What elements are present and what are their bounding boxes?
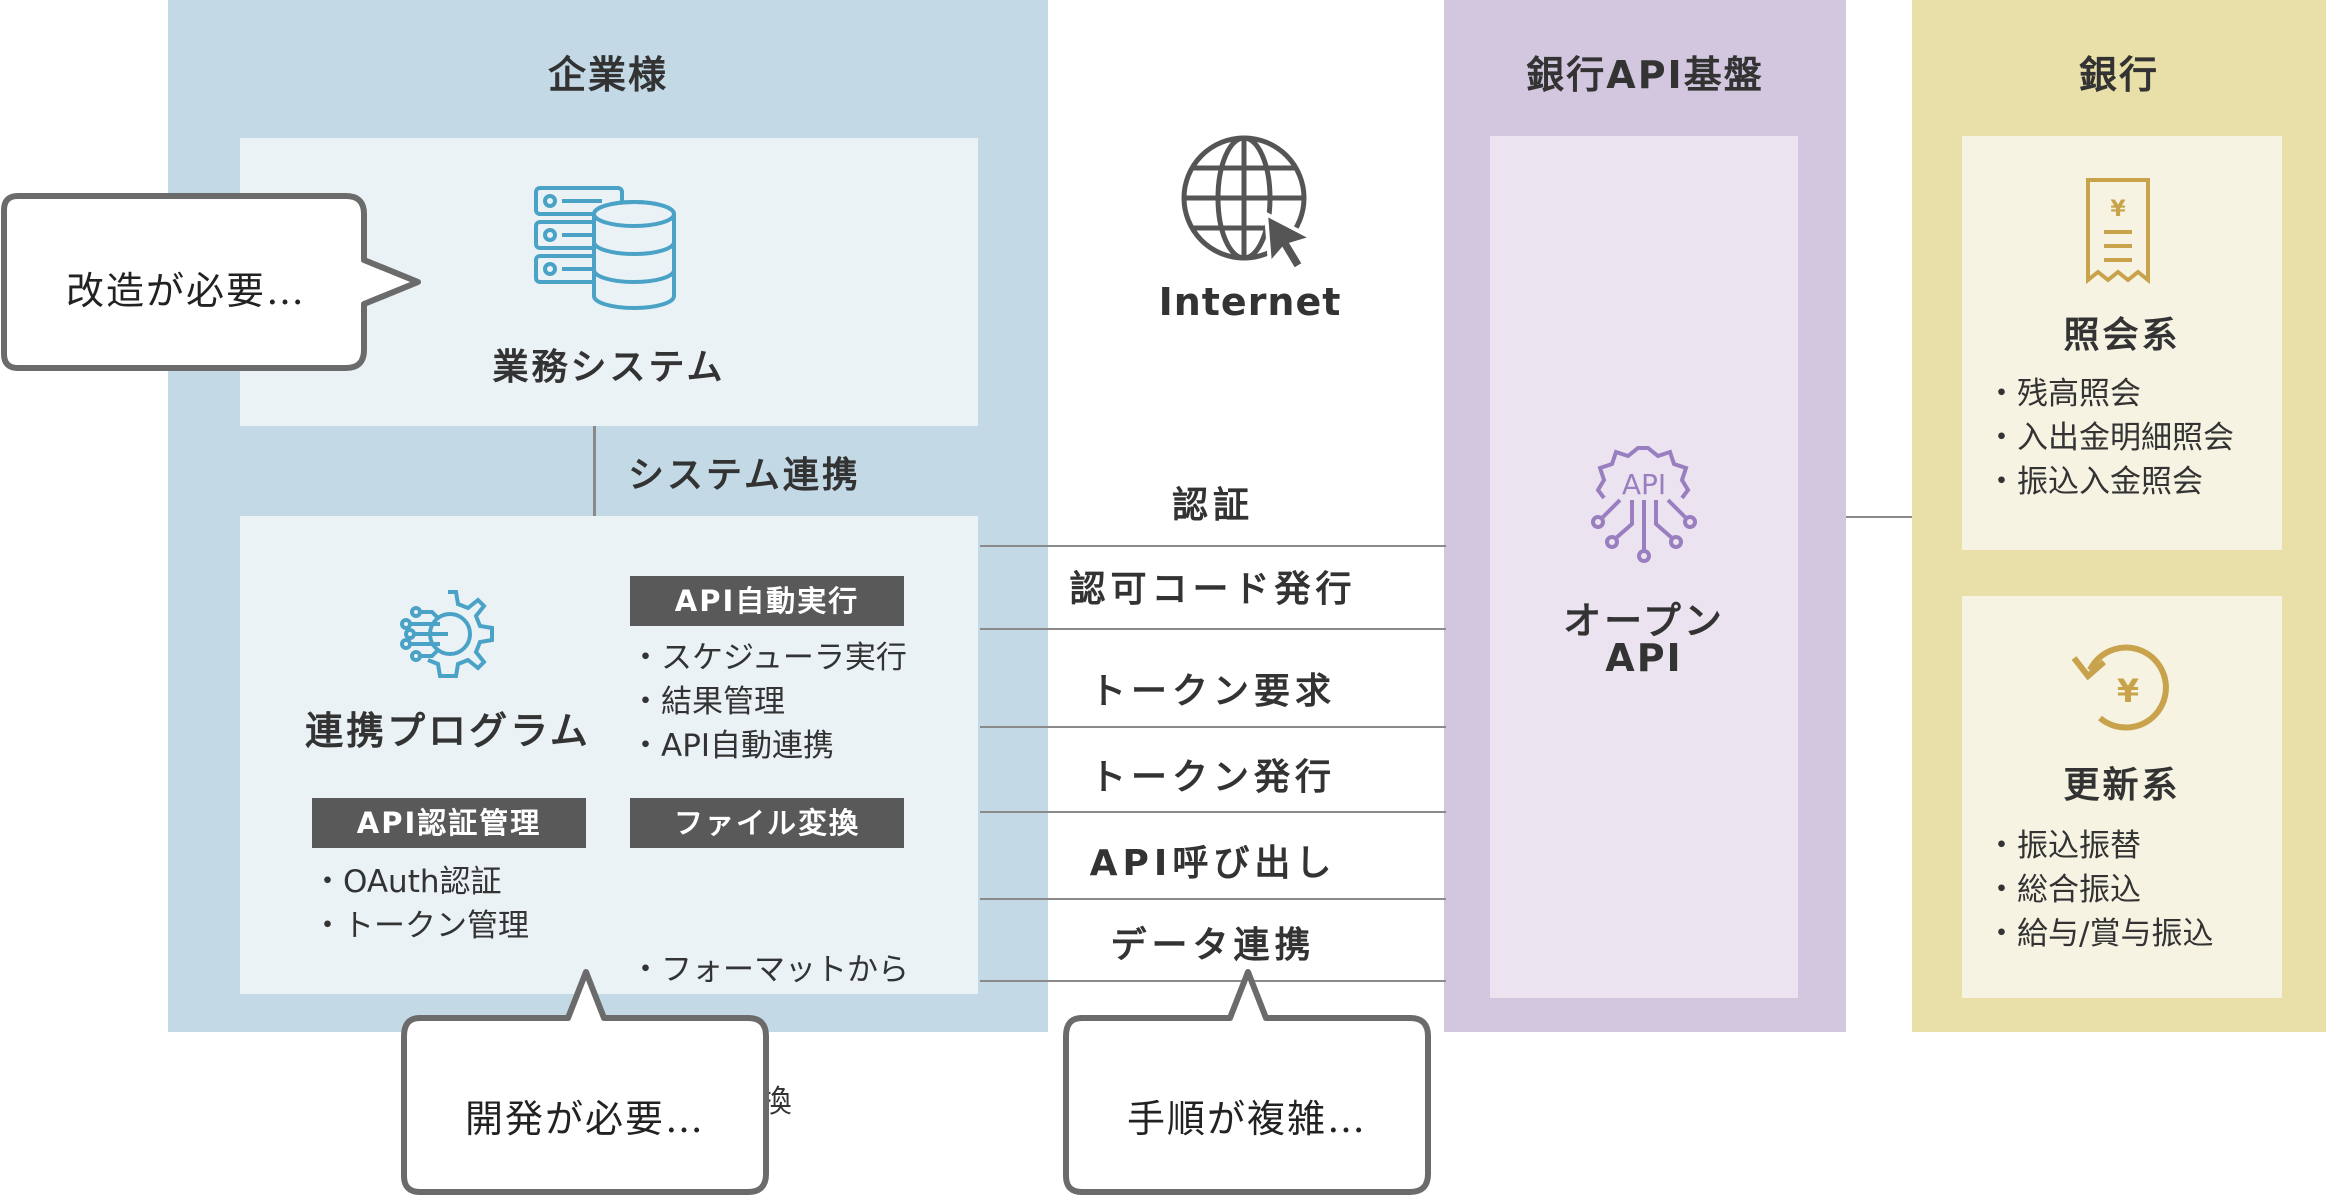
inquiry-box (1962, 136, 2282, 550)
list-item: ・スケジューラ実行 (630, 640, 907, 676)
callout-modify-bubble (1, 193, 421, 371)
list-item: ・結果管理 (630, 684, 785, 720)
flow-divider (980, 628, 1446, 630)
platform-bank-connector (1846, 516, 1912, 518)
receipt-yen-icon: ¥ (2086, 178, 2150, 285)
svg-text:API: API (1622, 468, 1666, 501)
globe-cursor-icon (1181, 135, 1318, 273)
flow-step: 認可コード発行 (1069, 569, 1357, 610)
company-title: 企業様 (547, 53, 668, 97)
flow-step: API呼び出し (1089, 843, 1337, 884)
callout-complex-bubble (1063, 969, 1431, 1195)
tag-file-convert: ファイル変換 (630, 798, 904, 848)
list-item: ・給与/賞与振込 (1986, 916, 2214, 952)
callout-develop-bubble (401, 969, 769, 1195)
gear-circuit-icon (400, 590, 494, 678)
auth-heading: 認証 (1171, 485, 1254, 526)
flow-divider (980, 545, 1446, 547)
flow-step: データ連携 (1110, 925, 1316, 966)
flow-divider (980, 980, 1446, 982)
open-api-box (1490, 136, 1798, 998)
platform-title: 銀行API基盤 (1526, 53, 1764, 97)
update-box (1962, 596, 2282, 998)
flow-divider (980, 898, 1446, 900)
inquiry-label: 照会系 (2063, 315, 2181, 356)
program-label: 連携プログラム (305, 709, 591, 753)
list-item: ・トークン管理 (312, 908, 529, 944)
bank-title: 銀行 (2078, 53, 2159, 97)
svg-text:¥: ¥ (2110, 197, 2126, 222)
list-item: ・フォーマットから (630, 952, 909, 988)
flow-divider (980, 726, 1446, 728)
system-link-label: システム連携 (628, 455, 861, 496)
yen-refresh-icon: ¥ (2071, 644, 2169, 731)
flow-step: トークン要求 (1089, 671, 1336, 712)
system-link-line (593, 426, 596, 516)
open-api-label-1: オープン (1563, 599, 1725, 643)
list-item: ・残高照会 (1986, 376, 2141, 412)
flow-step: トークン発行 (1089, 757, 1336, 798)
list-item: ・振込入金照会 (1986, 464, 2203, 500)
list-item: ・振込振替 (1986, 828, 2141, 864)
update-label: 更新系 (2063, 765, 2181, 806)
svg-text:¥: ¥ (2117, 672, 2139, 710)
server-database-icon (534, 186, 676, 310)
callout-complex: 手順が複雑… (1126, 1097, 1367, 1141)
list-item: ・API自動連携 (630, 728, 835, 764)
auto-exec-list: ・スケジューラ実行 ・結果管理 ・API自動連携 (630, 636, 907, 768)
update-list: ・振込振替 ・総合振込 ・給与/賞与振込 (1986, 824, 2213, 956)
tag-api-auth: API認証管理 (312, 798, 586, 848)
tag-api-auto-exec: API自動実行 (630, 576, 904, 626)
callout-modify: 改造が必要… (65, 269, 306, 313)
inquiry-list: ・残高照会 ・入出金明細照会 ・振込入金照会 (1986, 372, 2234, 504)
list-item: ・OAuth認証 (312, 864, 502, 900)
list-item: ・総合振込 (1986, 872, 2141, 908)
internet-label: Internet (1158, 280, 1342, 324)
business-system-label: 業務システム (492, 347, 726, 388)
flow-divider (980, 811, 1446, 813)
callout-develop: 開発が必要… (464, 1097, 705, 1141)
list-item: ・入出金明細照会 (1986, 420, 2234, 456)
auth-list: ・OAuth認証 ・トークン管理 (312, 860, 529, 948)
api-gear-circuit-icon: API (1591, 446, 1697, 563)
open-api-label-2: API (1605, 636, 1683, 680)
